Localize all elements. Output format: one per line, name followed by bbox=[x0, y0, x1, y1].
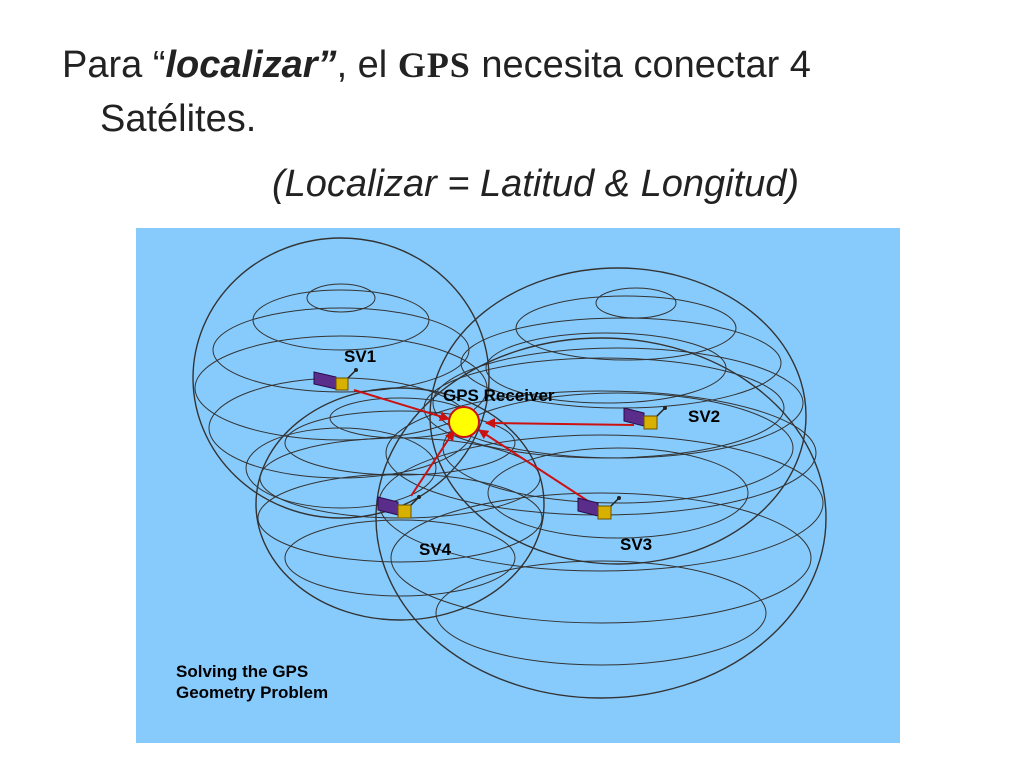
gps-receiver: GPS Receiver bbox=[443, 386, 555, 438]
heading-line-1: Para “localizar”, el GPS necesita conect… bbox=[62, 44, 811, 87]
heading-line-2: Satélites. bbox=[100, 98, 257, 140]
heading-suffix: necesita conectar 4 bbox=[470, 44, 811, 86]
gps-diagram: GPS Receiver SV1 SV2 SV3 bbox=[136, 228, 900, 743]
satellite-label-sv2: SV2 bbox=[688, 407, 720, 426]
sphere-sv4 bbox=[255, 387, 545, 621]
satellite-sv2-icon bbox=[623, 406, 667, 430]
satellite-label-sv1: SV1 bbox=[344, 347, 376, 366]
arrow-sv1 bbox=[353, 389, 450, 422]
heading-mid: , el bbox=[336, 44, 398, 86]
sphere-sv3 bbox=[375, 332, 827, 699]
arrow-sv3 bbox=[478, 429, 592, 504]
sphere-sv2 bbox=[429, 267, 807, 565]
satellite-sv4-icon bbox=[377, 495, 421, 519]
range-arrows bbox=[353, 389, 635, 504]
diagram-background bbox=[136, 228, 900, 743]
satellite-label-sv3: SV3 bbox=[620, 535, 652, 554]
receiver-label: GPS Receiver bbox=[443, 386, 555, 405]
arrow-sv4 bbox=[410, 430, 455, 497]
satellite-sv1-icon bbox=[313, 368, 358, 391]
satellite-sv3-icon bbox=[577, 496, 621, 520]
heading-emphasis: localizar” bbox=[165, 44, 337, 86]
heading-prefix: Para “ bbox=[62, 44, 166, 86]
arrow-sv2 bbox=[485, 418, 635, 429]
caption-line-1: Solving the GPS bbox=[176, 662, 308, 681]
satellite-label-sv4: SV4 bbox=[419, 540, 452, 559]
heading-gps: GPS bbox=[397, 45, 471, 85]
heading-line-3: (Localizar = Latitud & Longitud) bbox=[272, 163, 800, 205]
gps-diagram-svg: GPS Receiver SV1 SV2 SV3 bbox=[136, 228, 900, 743]
caption-line-2: Geometry Problem bbox=[176, 683, 328, 702]
